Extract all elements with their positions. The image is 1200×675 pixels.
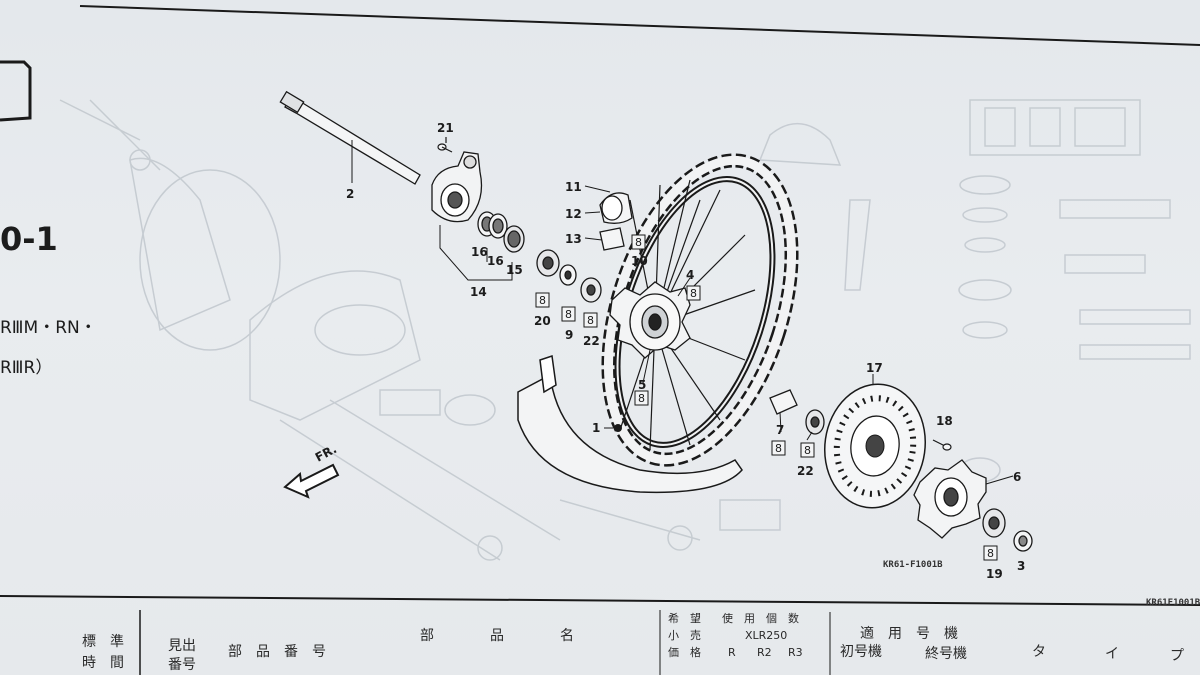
qty-col-r: R [728,646,736,659]
type-char-pu: プ [1170,648,1184,664]
callout-13: 13 [565,232,582,246]
callout-10: 10 [631,254,648,268]
serial-title: 適 用 号 機 [860,625,958,642]
callout-16-b: 16 [487,254,504,268]
callout-17: 17 [866,361,883,375]
box-label: 8 [587,314,594,327]
bleed-through-ghost [59,99,1191,561]
callout-1: 1 [592,421,600,435]
callouts: 2 21 16 16 15 14 20 9 22 11 12 13 10 4 5… [346,121,1025,581]
parts-table-header: 標 準 時 間 見出 番号 部 品 番 号 部 品 名 希 望 小 売 価 格 … [82,611,1184,673]
callout-5: 5 [638,378,646,392]
box-label: 8 [638,392,645,405]
box-label: 8 [635,236,642,249]
callout-7: 7 [776,423,784,437]
type-char-i: イ [1105,646,1119,662]
type-char-ta: タ [1032,644,1046,660]
serial-last: 終号機 [925,646,967,662]
model-applicability-line1: RⅢM・RN・ [0,318,97,338]
serial-first: 初号機 [840,643,882,660]
price-label-2: 小 売 [668,629,701,642]
callout-18: 18 [936,414,953,428]
callout-12: 12 [565,207,582,221]
front-wheel [599,153,799,467]
dust-seals [477,211,525,253]
box-label: 8 [804,444,811,457]
part-number-label: 部 品 番 号 [228,644,326,660]
qty-title: 使 用 個 数 [722,612,799,625]
corner-code: KR61F1001B [1146,598,1200,608]
price-label-1: 希 望 [668,611,701,625]
callout-22-left: 22 [583,334,600,348]
callout-16-a: 16 [471,245,488,259]
callout-3: 3 [1017,559,1025,573]
tire-section [599,192,633,251]
diagram-code: KR61-F1001B [883,560,943,570]
ref-number-label-1: 見出 [168,638,196,654]
price-label-3: 価 格 [668,645,701,659]
left-bearing-set [536,249,602,303]
assembly-bracket [439,225,513,281]
part-name-label: 部 品 名 [420,628,574,644]
right-end-parts [982,508,1033,552]
callout-14: 14 [470,285,487,299]
section-tab-icon [0,60,32,122]
box-label: 8 [775,442,782,455]
box-label: 8 [690,287,697,300]
box-label: 8 [565,308,572,321]
speedometer-gearbox [431,151,483,223]
front-axle [279,90,421,185]
fr-label: FR. [313,442,339,465]
box-label: 8 [987,547,994,560]
box-markers [535,234,998,561]
section-header: 0-1 RⅢM・RN・ RⅢR） [0,60,97,378]
callout-15: 15 [506,263,523,277]
brake-disc [823,383,927,509]
std-time-label-2: 時 間 [82,655,124,671]
valve-cap [614,424,622,432]
callout-22-right: 22 [797,464,814,478]
model-applicability-line2: RⅢR） [0,358,52,378]
ref-number-label-2: 番号 [168,657,196,673]
qty-model: XLR250 [745,629,787,642]
callout-11: 11 [565,180,582,194]
page-rules [0,5,1200,675]
qty-col-r2: R2 [757,646,772,659]
callout-2: 2 [346,187,354,201]
callout-20: 20 [534,314,551,328]
screw [437,137,453,153]
leader-lines [584,185,1014,485]
box-marker-labels: 8 8 8 8 8 8 8 8 8 [539,236,994,560]
callout-21: 21 [437,121,454,135]
right-bearing-set [769,389,825,435]
disc-bolt [932,439,952,451]
hub [609,281,691,359]
callout-19: 19 [986,567,1003,581]
std-time-label-1: 標 準 [82,634,124,650]
tire [603,155,797,465]
callout-4: 4 [686,268,694,282]
front-fender [517,355,743,494]
speedometer-drive-gear [913,459,987,539]
section-number: 0-1 [0,220,58,258]
box-label: 8 [539,294,546,307]
front-direction-arrow: FR. [283,442,340,499]
callout-9: 9 [565,328,573,342]
qty-col-r3: R3 [788,646,803,659]
callout-6: 6 [1013,470,1021,484]
